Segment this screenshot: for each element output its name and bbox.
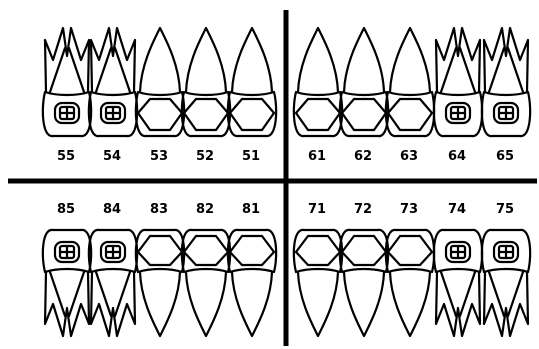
occlusal-outline	[184, 236, 228, 265]
occlusal-outline	[296, 99, 340, 130]
occlusal-outline	[388, 236, 432, 265]
tooth-72[interactable]	[340, 230, 388, 336]
tooth-53[interactable]	[136, 28, 184, 136]
tooth-root	[186, 28, 226, 92]
tooth-number-63: 63	[400, 149, 418, 164]
tooth-roots	[91, 272, 135, 336]
occlusal-fissures	[499, 107, 513, 119]
tooth-root	[186, 272, 226, 336]
tooth-root	[298, 28, 338, 92]
tooth-roots	[91, 28, 135, 92]
tooth-roots	[436, 272, 480, 336]
tooth-root	[140, 28, 180, 92]
tooth-65[interactable]	[482, 28, 530, 136]
occlusal-outline	[342, 99, 386, 130]
tooth-root	[344, 272, 384, 336]
tooth-number-83: 83	[150, 202, 168, 217]
tooth-roots	[484, 272, 528, 336]
tooth-root	[298, 272, 338, 336]
tooth-62[interactable]	[340, 28, 388, 136]
tooth-roots	[484, 28, 528, 92]
tooth-number-52: 52	[196, 149, 214, 164]
tooth-number-73: 73	[400, 202, 418, 217]
tooth-85[interactable]	[43, 230, 91, 336]
tooth-number-81: 81	[242, 202, 260, 217]
tooth-number-75: 75	[496, 202, 514, 217]
tooth-number-65: 65	[496, 149, 514, 164]
tooth-root	[344, 28, 384, 92]
tooth-55[interactable]	[43, 28, 91, 136]
tooth-number-53: 53	[150, 149, 168, 164]
tooth-number-55: 55	[57, 149, 75, 164]
tooth-roots	[45, 28, 89, 92]
tooth-number-84: 84	[103, 202, 121, 217]
occlusal-fissures	[106, 246, 120, 258]
occlusal-outline	[138, 236, 182, 265]
tooth-83[interactable]	[136, 230, 184, 336]
occlusal-fissures	[60, 107, 74, 119]
tooth-54[interactable]	[89, 28, 137, 136]
tooth-root	[140, 272, 180, 336]
occlusal-outline	[230, 99, 274, 130]
occlusal-outline	[184, 99, 228, 130]
tooth-64[interactable]	[434, 28, 482, 136]
tooth-number-71: 71	[308, 202, 326, 217]
tooth-73[interactable]	[386, 230, 434, 336]
tooth-number-51: 51	[242, 149, 260, 164]
occlusal-fissures	[60, 246, 74, 258]
tooth-root	[390, 28, 430, 92]
tooth-number-62: 62	[354, 149, 372, 164]
tooth-74[interactable]	[434, 230, 482, 336]
occlusal-fissures	[106, 107, 120, 119]
tooth-number-54: 54	[103, 149, 121, 164]
tooth-82[interactable]	[182, 230, 230, 336]
tooth-61[interactable]	[294, 28, 342, 136]
tooth-number-74: 74	[448, 202, 466, 217]
tooth-roots	[436, 28, 480, 92]
occlusal-fissures	[451, 246, 465, 258]
occlusal-outline	[138, 99, 182, 130]
tooth-63[interactable]	[386, 28, 434, 136]
tooth-number-61: 61	[308, 149, 326, 164]
tooth-root	[390, 272, 430, 336]
tooth-root	[232, 28, 272, 92]
occlusal-outline	[230, 236, 274, 265]
occlusal-outline	[388, 99, 432, 130]
tooth-number-82: 82	[196, 202, 214, 217]
occlusal-outline	[296, 236, 340, 265]
tooth-71[interactable]	[294, 230, 342, 336]
tooth-number-72: 72	[354, 202, 372, 217]
occlusal-outline	[342, 236, 386, 265]
tooth-root	[232, 272, 272, 336]
tooth-number-64: 64	[448, 149, 466, 164]
occlusal-fissures	[451, 107, 465, 119]
tooth-52[interactable]	[182, 28, 230, 136]
tooth-84[interactable]	[89, 230, 137, 336]
tooth-roots	[45, 272, 89, 336]
tooth-number-85: 85	[57, 202, 75, 217]
tooth-51[interactable]	[228, 28, 276, 136]
tooth-75[interactable]	[482, 230, 530, 336]
tooth-81[interactable]	[228, 230, 276, 336]
occlusal-fissures	[499, 246, 513, 258]
